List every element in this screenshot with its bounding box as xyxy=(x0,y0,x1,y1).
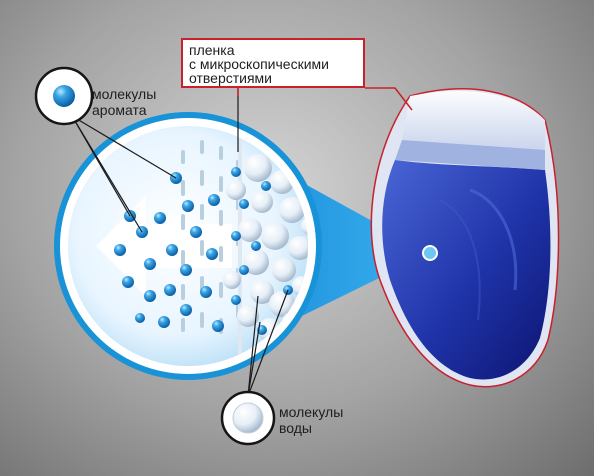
water-label-line-2: воды xyxy=(279,420,312,436)
aroma-label-line-1: молекулы xyxy=(92,86,157,102)
water-label-line-1: молекулы xyxy=(279,404,344,420)
water-molecules-label: молекулы воды xyxy=(279,404,343,436)
aroma-molecule-icon xyxy=(34,66,94,126)
film-callout: пленка с микроскопическими отверстиями xyxy=(181,38,365,88)
callout-connector xyxy=(365,87,413,111)
film-label-line-3: отверстиями xyxy=(189,70,273,86)
film-label-line-2: с микроскопическими xyxy=(189,56,329,72)
aroma-molecules-label: молекулы аромата xyxy=(92,86,156,118)
aroma-label-line-2: аромата xyxy=(92,102,147,118)
magnified-membrane-view xyxy=(54,112,322,380)
film-label-line-1: пленка xyxy=(189,42,235,58)
capsule-illustration xyxy=(370,88,560,388)
water-molecule-icon xyxy=(220,390,276,446)
leader-lines xyxy=(71,88,289,397)
